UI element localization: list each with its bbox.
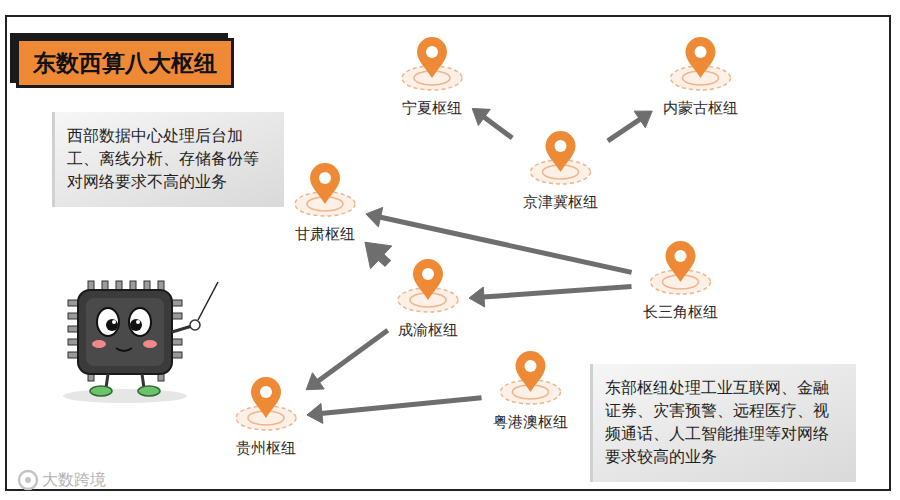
flow-arrow bbox=[307, 398, 482, 424]
node-text: 内蒙古枢纽 bbox=[663, 98, 738, 118]
arrow-head bbox=[469, 287, 485, 307]
arrow-head bbox=[634, 111, 652, 128]
frame bbox=[6, 16, 890, 490]
flow-arrow bbox=[365, 242, 392, 269]
arrow-shaft bbox=[318, 330, 388, 381]
arrow-shaft bbox=[608, 119, 641, 141]
node-text: 长三角枢纽 bbox=[643, 302, 718, 322]
arrow-head bbox=[365, 242, 392, 269]
watermark-logo bbox=[19, 471, 37, 489]
node-text: 甘肃枢纽 bbox=[295, 224, 355, 244]
location-pin bbox=[391, 258, 465, 320]
arrow-shaft bbox=[484, 117, 513, 138]
flow-arrow bbox=[366, 207, 632, 272]
arrow-head bbox=[307, 404, 323, 424]
location-pin bbox=[288, 162, 362, 224]
watermark: 大数跨境 bbox=[42, 470, 106, 490]
hub-node: 宁夏枢纽 bbox=[395, 36, 469, 122]
arrow-head bbox=[306, 373, 324, 390]
arrow-shaft bbox=[321, 398, 482, 414]
flow-arrow bbox=[306, 330, 388, 389]
arrow-head bbox=[472, 109, 490, 126]
title-banner: 东数西算八大枢纽 bbox=[16, 38, 234, 88]
node-text: 成渝枢纽 bbox=[398, 320, 458, 340]
node-text: 西部数据中心处理后台加工、离线分析、存储备份等对网络要求不高的业务 bbox=[67, 124, 272, 193]
arrow-shaft bbox=[380, 257, 388, 264]
location-pin bbox=[516, 130, 605, 192]
flow-arrow bbox=[608, 111, 652, 141]
hub-node: 长三角枢纽 bbox=[636, 240, 725, 326]
node-text: 宁夏枢纽 bbox=[402, 98, 462, 118]
location-pin bbox=[636, 240, 725, 302]
location-pin bbox=[656, 36, 745, 98]
arrow-shaft bbox=[483, 286, 632, 297]
hub-node: 粤港澳枢纽 bbox=[486, 350, 575, 436]
hub-node: 京津冀枢纽 bbox=[516, 130, 605, 216]
node-text: 粤港澳枢纽 bbox=[493, 412, 568, 432]
note-box: 西部数据中心处理后台加工、离线分析、存储备份等对网络要求不高的业务 bbox=[52, 112, 284, 207]
location-pin bbox=[486, 350, 575, 412]
chip-mascot bbox=[63, 281, 218, 403]
flow-arrow bbox=[472, 109, 512, 138]
hub-node: 成渝枢纽 bbox=[391, 258, 465, 344]
location-pin bbox=[229, 376, 303, 438]
node-text: 东部枢纽处理工业互联网、金融证券、灾害预警、远程医疗、视频通话、人工智能推理等对… bbox=[605, 376, 844, 468]
hub-node: 内蒙古枢纽 bbox=[656, 36, 745, 122]
hub-node: 甘肃枢纽 bbox=[288, 162, 362, 248]
note-box: 东部枢纽处理工业互联网、金融证券、灾害预警、远程医疗、视频通话、人工智能推理等对… bbox=[590, 364, 856, 482]
arrow-head bbox=[366, 207, 383, 227]
node-text: 京津冀枢纽 bbox=[523, 192, 598, 212]
node-text: 贵州枢纽 bbox=[236, 438, 296, 458]
location-pin bbox=[395, 36, 469, 98]
flow-arrow bbox=[469, 286, 632, 307]
hub-node: 贵州枢纽 bbox=[229, 376, 303, 462]
